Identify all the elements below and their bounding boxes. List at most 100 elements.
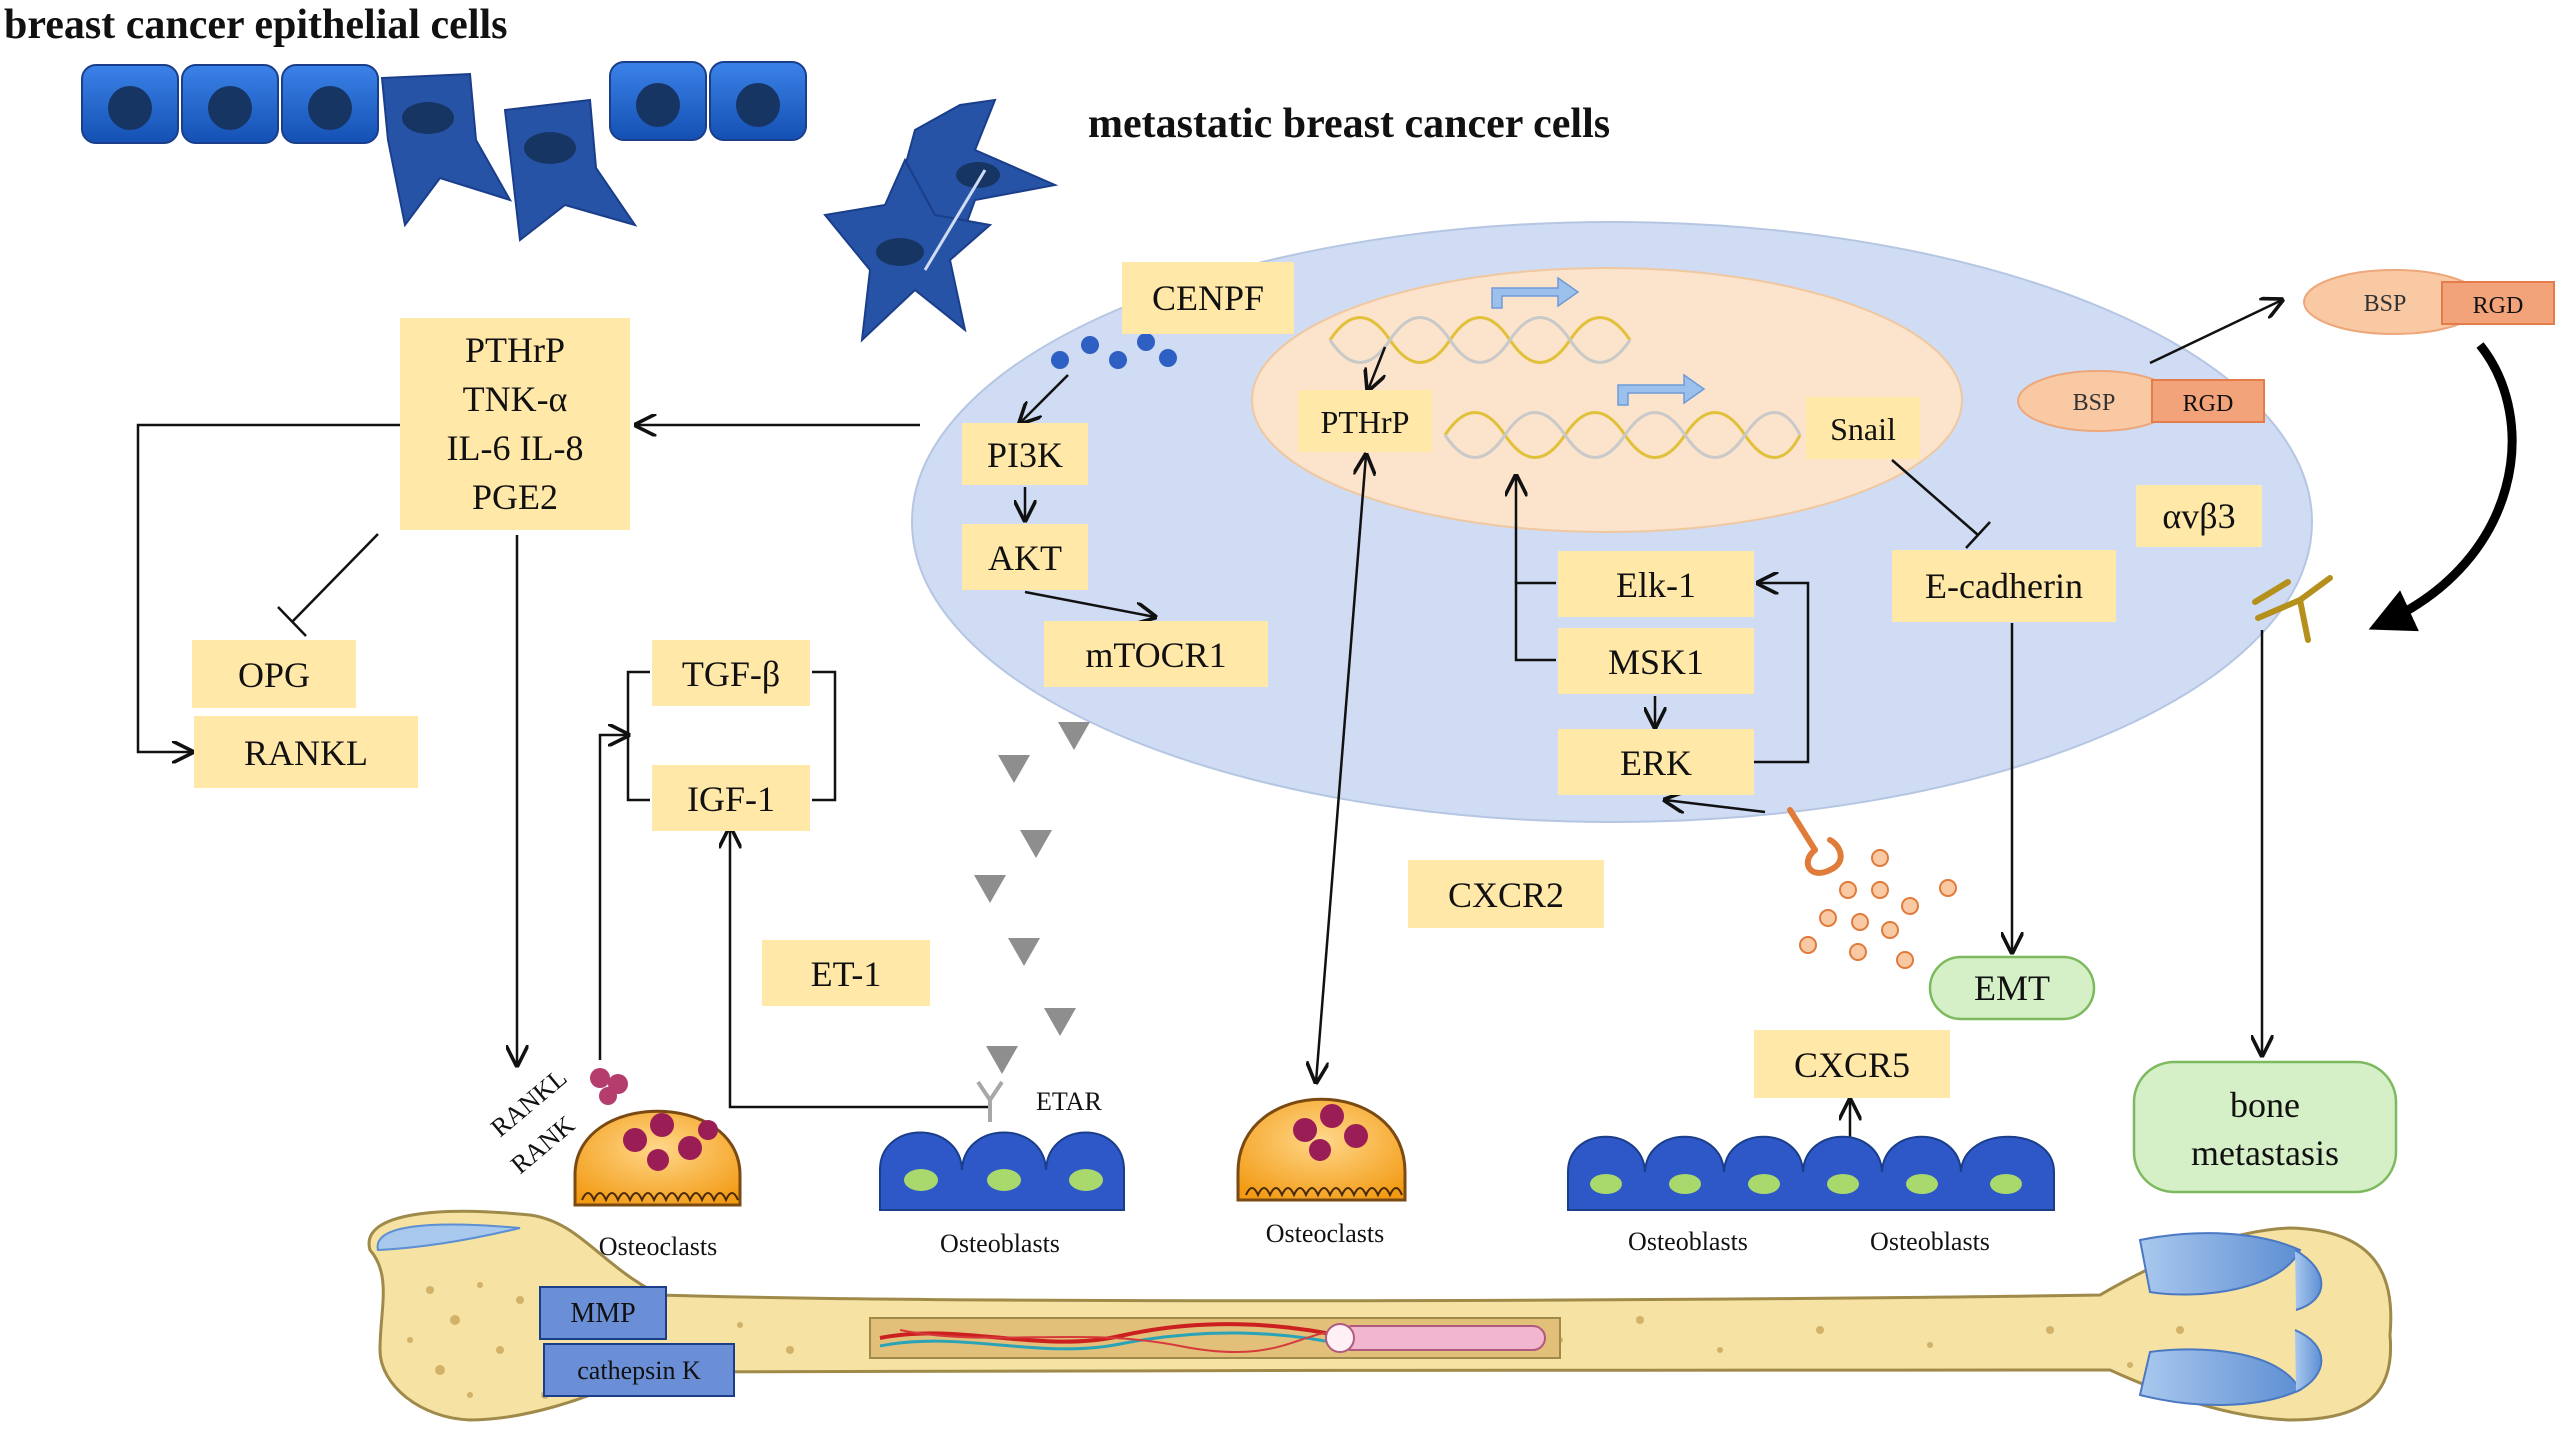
- svg-text:ET-1: ET-1: [811, 954, 882, 994]
- svg-text:OPG: OPG: [238, 655, 310, 695]
- rgd-label-inside: RGD: [2183, 391, 2234, 417]
- arrow-elk-msk-to-dna: [1514, 581, 1556, 662]
- bracket-left: [626, 670, 650, 802]
- svg-text:cathepsin K: cathepsin K: [577, 1356, 701, 1385]
- box-bone-metastasis: bone metastasis: [2132, 1060, 2398, 1194]
- box-opg: OPG: [192, 640, 356, 708]
- osteoblasts-right-icon: [1567, 1135, 2055, 1211]
- inhibit-factors-opg: [291, 533, 379, 623]
- box-msk1: MSK1: [1558, 628, 1754, 694]
- osteoclasts-mid-label: Osteoclasts: [1266, 1219, 1384, 1248]
- osteoblasts-right-b-label: Osteoblasts: [1870, 1227, 1990, 1256]
- etar-receptor-icon: [976, 1080, 1004, 1122]
- epithelial-cell: [81, 64, 179, 144]
- transcription-arrow-top: [1491, 276, 1580, 309]
- box-cenpf: CENPF: [1122, 262, 1294, 334]
- arrow-etar-to-igf1: [730, 828, 990, 1109]
- svg-text:IGF-1: IGF-1: [687, 779, 775, 819]
- epithelial-cells: [81, 61, 807, 242]
- svg-text:CENPF: CENPF: [1152, 278, 1264, 318]
- box-snail: Snail: [1806, 397, 1920, 459]
- box-ecadherin: E-cadherin: [1892, 550, 2116, 622]
- chemokine-receptor-icon: [1787, 807, 1844, 876]
- inhibit-snail-ecadherin: [1891, 459, 1979, 536]
- osteoblasts-right-a-label: Osteoblasts: [1628, 1227, 1748, 1256]
- endothelin-triangles: [974, 722, 1090, 1074]
- box-pthrp-nucleus: PTHrP: [1298, 390, 1432, 452]
- svg-text:RANKL: RANKL: [244, 733, 368, 773]
- epithelial-cell: [181, 64, 279, 144]
- ligand-dots: [1051, 333, 1177, 369]
- bsp-rgd-inside: BSP RGD: [2017, 370, 2265, 432]
- box-igf1: IGF-1: [652, 765, 810, 831]
- box-rankl: RANKL: [194, 716, 418, 788]
- dna-strand-bottom: [1443, 411, 1802, 459]
- bsp-rgd-outside: BSP RGD: [2303, 269, 2555, 335]
- svg-text:EMT: EMT: [1974, 968, 2050, 1008]
- nucleus: [1251, 267, 1963, 533]
- arrow-rank-to-tgfb: [598, 735, 628, 1060]
- bsp-label-inside: BSP: [2073, 390, 2116, 416]
- chemokine-dots: [1799, 849, 1957, 969]
- rgd-label-outside: RGD: [2473, 293, 2524, 319]
- arrow-cenpf-to-pi3k: [1020, 374, 1069, 423]
- arrow-akt-to-mtocr1: [1024, 590, 1155, 617]
- bone-illustration: [367, 1209, 2393, 1422]
- box-elk1: Elk-1: [1558, 551, 1754, 617]
- arrow-dna-to-pthrp: [1368, 346, 1387, 390]
- factor-tnk: TNK-α: [463, 379, 568, 419]
- svg-text:αvβ3: αvβ3: [2162, 496, 2235, 536]
- osteoclast-mid-icon: [1236, 1097, 1407, 1202]
- box-tgfb: TGF-β: [652, 640, 810, 706]
- svg-text:MSK1: MSK1: [1608, 642, 1704, 682]
- box-pi3k: PI3K: [962, 423, 1088, 485]
- svg-text:MMP: MMP: [570, 1298, 635, 1329]
- bsp-label-outside: BSP: [2364, 291, 2407, 317]
- box-cathepsin-k: cathepsin K: [543, 1343, 735, 1397]
- box-et1: ET-1: [762, 940, 930, 1006]
- svg-text:PTHrP: PTHrP: [1321, 404, 1410, 440]
- svg-text:Snail: Snail: [1830, 411, 1896, 447]
- box-cxcr5: CXCR5: [1754, 1030, 1950, 1098]
- arrow-receptor-to-erk: [1665, 800, 1766, 812]
- migrating-cell: [380, 72, 513, 228]
- arrow-erk-to-elk1: [1752, 583, 1810, 764]
- osteoclast-left-icon: [573, 1109, 742, 1207]
- svg-text:bone: bone: [2230, 1085, 2300, 1125]
- box-akt: AKT: [962, 524, 1088, 590]
- factor-pge2: PGE2: [472, 477, 558, 517]
- transcription-arrow-bottom: [1617, 373, 1706, 406]
- heading-epithelial: breast cancer epithelial cells: [4, 2, 508, 48]
- box-mmp: MMP: [539, 1286, 667, 1340]
- svg-text:AKT: AKT: [988, 538, 1062, 578]
- svg-text:ERK: ERK: [1620, 743, 1692, 783]
- svg-text:mTOCR1: mTOCR1: [1085, 635, 1226, 675]
- etar-label: ETAR: [1036, 1087, 1102, 1116]
- metastatic-star-cells: [823, 98, 1059, 343]
- svg-text:metastasis: metastasis: [2191, 1133, 2339, 1173]
- box-secreted-factors: PTHrP TNK-α IL-6 IL-8 PGE2: [400, 318, 630, 530]
- svg-text:E-cadherin: E-cadherin: [1925, 566, 2083, 606]
- epithelial-cell: [609, 61, 707, 141]
- osteoblasts-left-icon: [879, 1131, 1125, 1211]
- svg-text:PI3K: PI3K: [987, 435, 1063, 475]
- svg-text:CXCR5: CXCR5: [1794, 1045, 1910, 1085]
- epithelial-cell: [281, 64, 379, 144]
- factor-il: IL-6 IL-8: [447, 428, 584, 468]
- box-avb3: αvβ3: [2136, 485, 2262, 547]
- factor-pthrp: PTHrP: [465, 330, 565, 370]
- bracket-right: [812, 670, 837, 802]
- arrow-bsp-to-bsp: [2149, 300, 2282, 365]
- heading-metastatic: metastatic breast cancer cells: [1088, 101, 1610, 147]
- box-mtocr1: mTOCR1: [1044, 621, 1268, 687]
- box-cxcr2: CXCR2: [1408, 860, 1604, 928]
- epithelial-cell: [709, 61, 807, 141]
- integrin-receptor-icon: [2252, 575, 2333, 643]
- svg-text:TGF-β: TGF-β: [682, 654, 780, 694]
- arrow-pthrp-osteoclast: [1316, 455, 1366, 1082]
- arrow-factors-to-rankl: [136, 423, 400, 752]
- migrating-cell: [503, 98, 638, 242]
- box-emt: EMT: [1928, 955, 2096, 1021]
- box-erk: ERK: [1558, 729, 1754, 795]
- svg-text:CXCR2: CXCR2: [1448, 875, 1564, 915]
